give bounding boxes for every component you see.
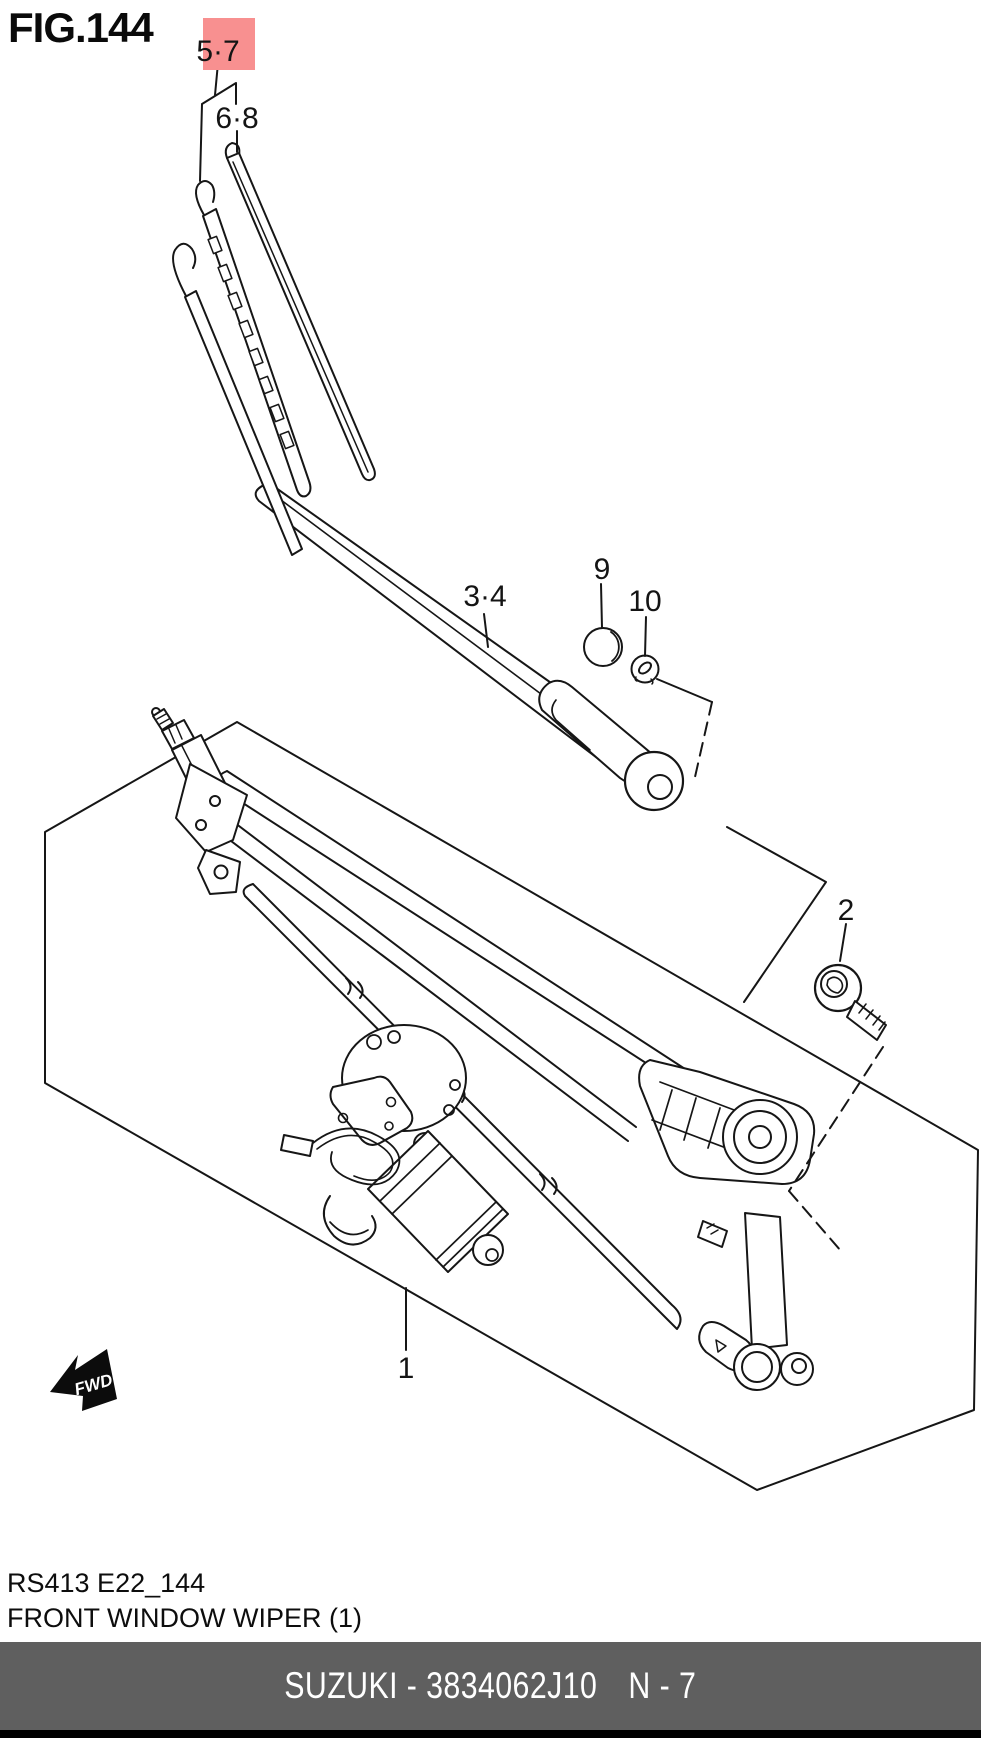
footer-page-ref: N - 7 [628,1665,697,1706]
callout-10[interactable]: 10 [628,585,661,618]
footer-bottom-strip [0,1730,981,1738]
wiper-motor [280,1024,509,1273]
figure-caption: RS413 E22_144 FRONT WINDOW WIPER (1) [7,1566,362,1636]
callout-1[interactable]: 1 [398,1352,415,1385]
left-pivot-assembly [151,707,248,895]
drawing-code: RS413 E22_144 [7,1568,206,1598]
callout-3-4[interactable]: 3·4 [463,580,506,613]
motor-connector [280,1134,314,1157]
nut-leader-line [656,678,713,703]
footer-part-number: SUZUKI - 3834062J10 [284,1665,598,1706]
exploded-parts-diagram: 5·7 6·8 3·4 9 10 2 1 FWD [44,18,979,1491]
selected-part-highlight [203,18,255,70]
blade-assembly-hook [195,180,216,216]
callout-5-7[interactable]: 5·7 [196,35,239,68]
callout-leader-lines [199,62,847,1351]
pivot-nut [630,654,660,685]
fwd-direction-indicator: FWD [50,1349,117,1411]
pivot-cap [583,627,623,667]
motor-body-cylinder [367,1130,509,1273]
wiring-harness [312,1127,401,1186]
blade-support-rod-hook [172,242,197,297]
figure-number-title: FIG.144 [8,4,154,51]
callout-2[interactable]: 2 [838,894,855,927]
right-pivot-bracket [638,1059,816,1248]
cowl-panel-outline [44,721,979,1491]
catalog-footer-bar: SUZUKI - 3834062J10 N - 7 [0,1642,981,1730]
assembly-dashed-lines [694,701,884,1252]
linkage-lower-joints [698,1212,814,1391]
figure-name: FRONT WINDOW WIPER (1) [7,1603,362,1633]
callout-9[interactable]: 9 [594,553,611,586]
blade-support-rod [184,290,303,556]
mounting-bolt [813,963,887,1041]
wiper-arm [254,482,685,812]
mount-cutout-corner [726,826,827,1003]
wiper-blade-group [172,142,376,556]
callout-6-8[interactable]: 6·8 [215,102,258,135]
